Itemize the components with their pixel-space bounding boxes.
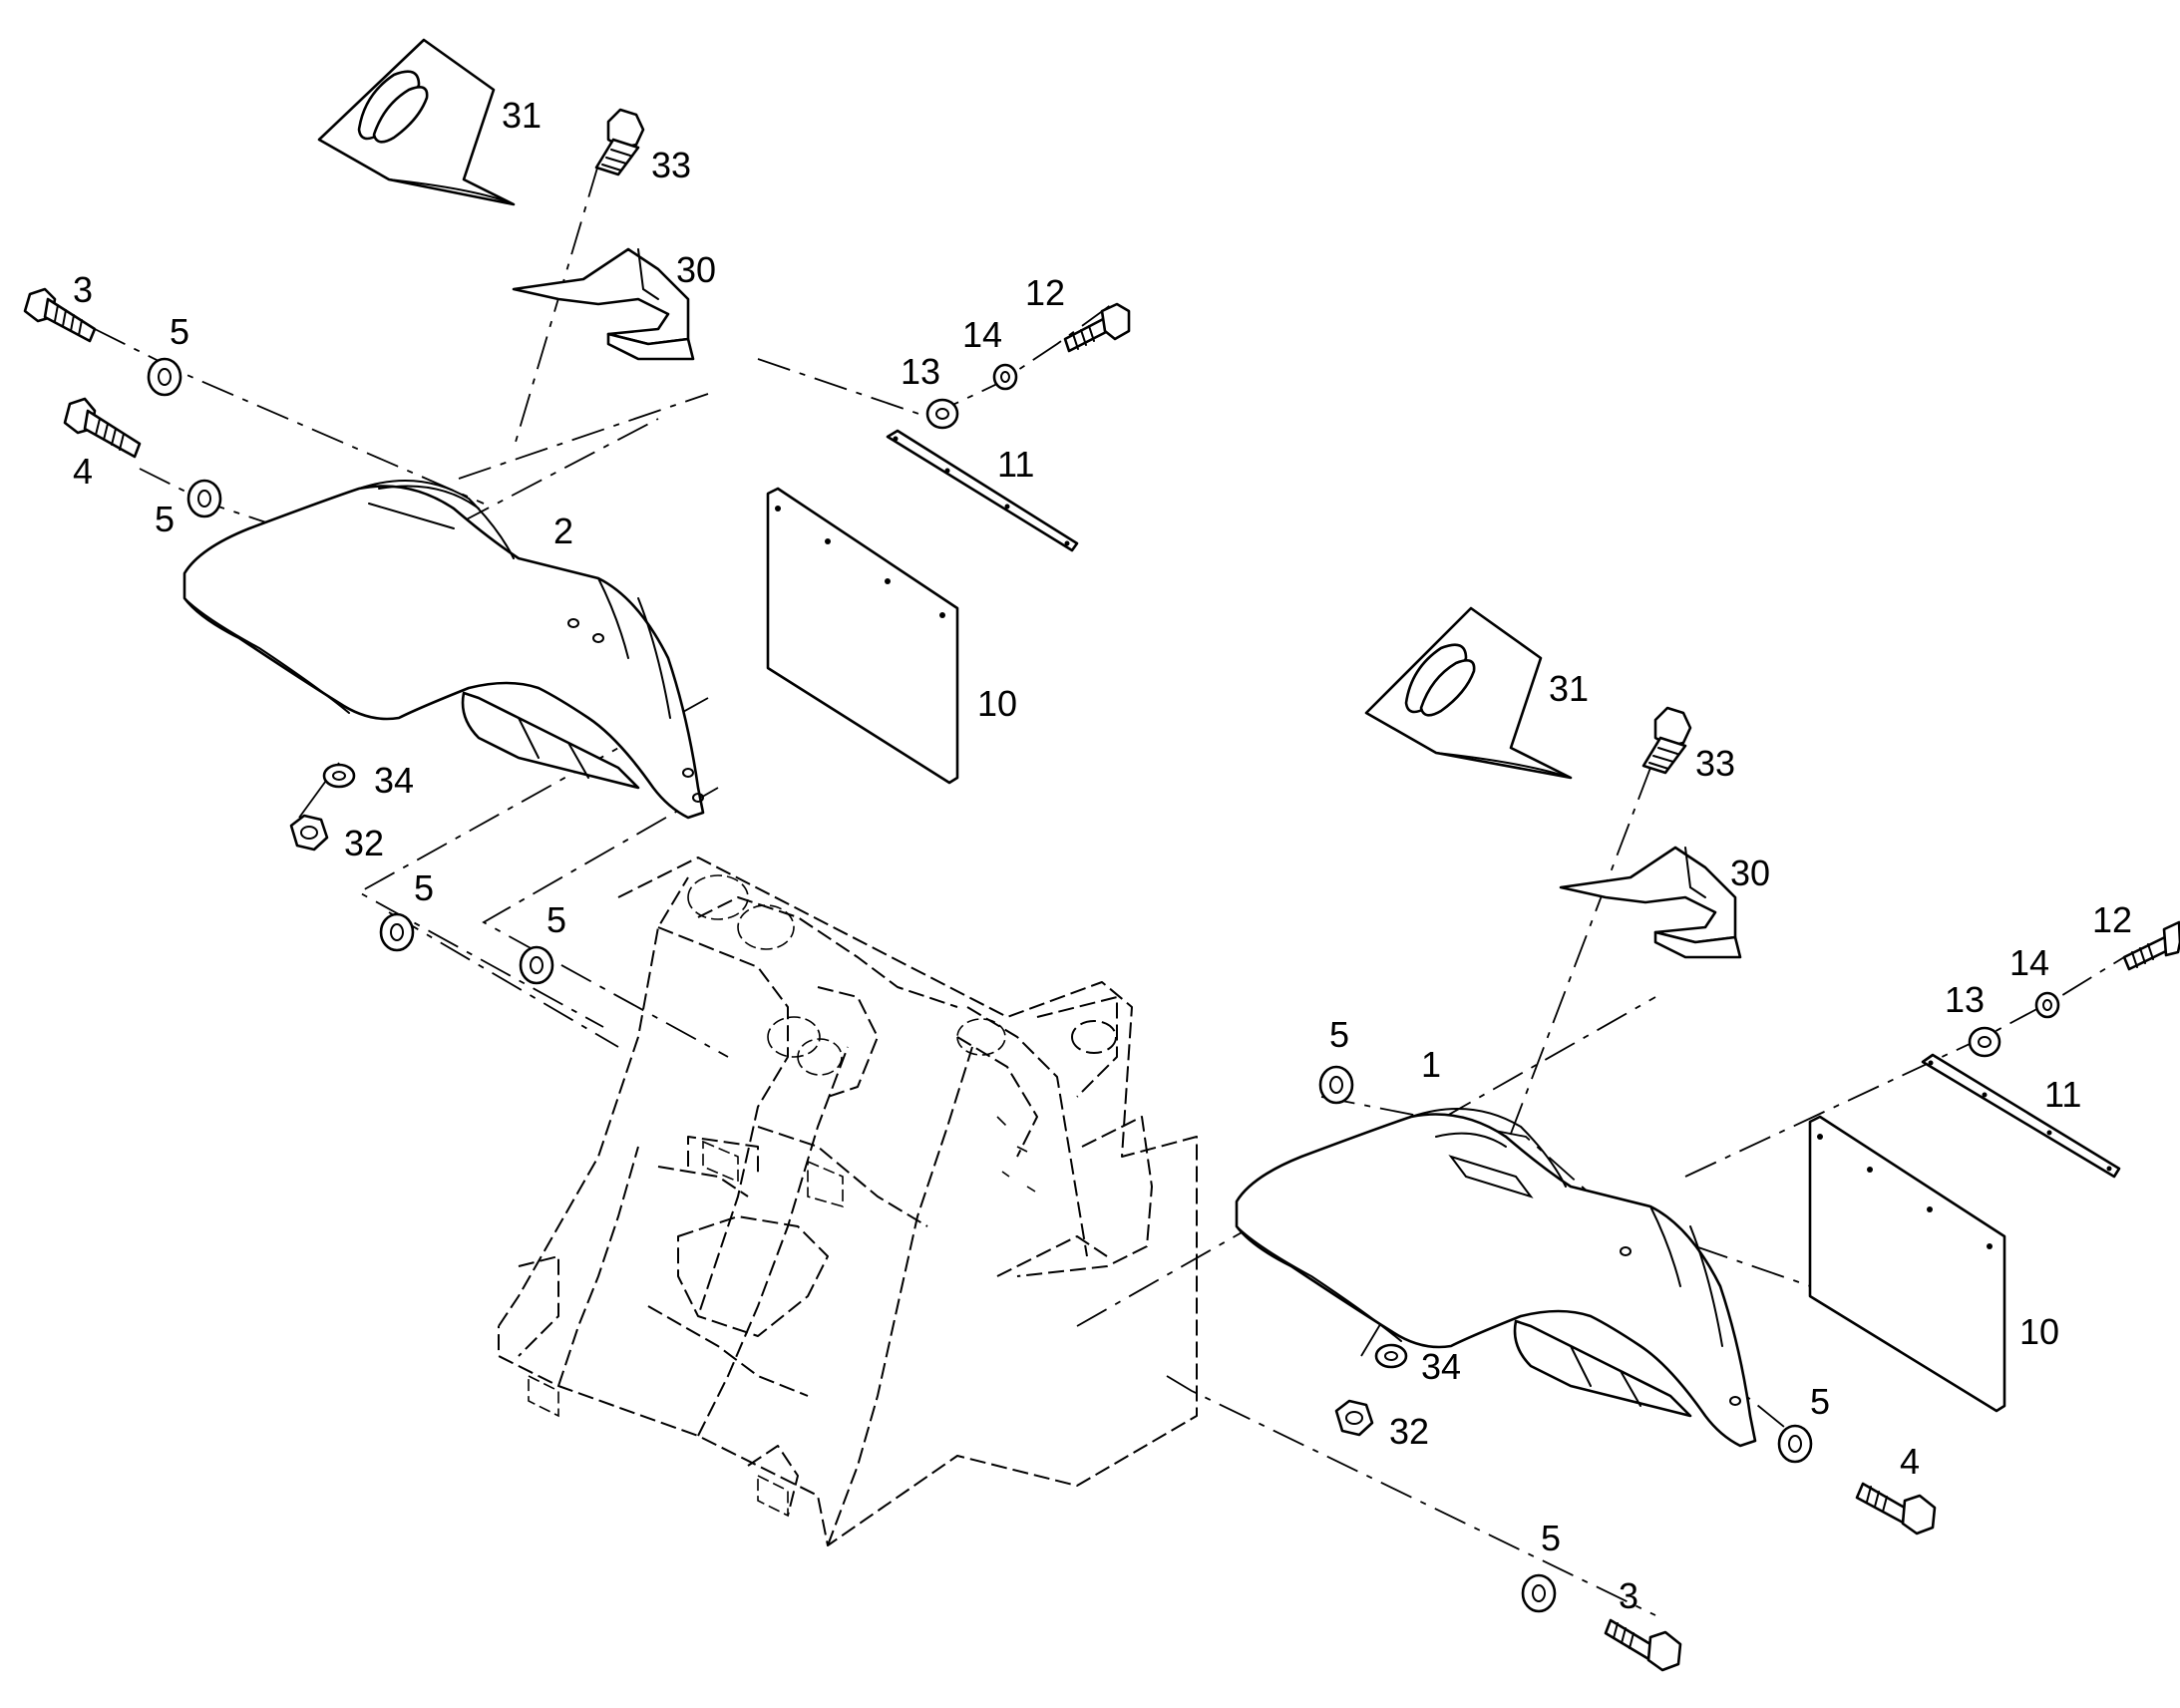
right-fender-assembly <box>1235 606 2180 1672</box>
callout-30-right: 30 <box>1730 853 1770 893</box>
washer-5-f <box>1777 1424 1813 1464</box>
callout-5-g: 5 <box>1541 1518 1561 1558</box>
washer-13-right <box>1968 1026 2001 1058</box>
strip-11-right-hole-1 <box>1928 1060 1934 1066</box>
bolt-33-right <box>1641 706 1692 775</box>
callout-12-right: 12 <box>2092 899 2132 940</box>
nut-32-right <box>1334 1399 1374 1437</box>
callout-32-right: 32 <box>1389 1411 1429 1452</box>
callout-11-right: 11 <box>2044 1074 2081 1115</box>
left-fender-assembly <box>23 38 1131 985</box>
washer-13-left-hole <box>935 408 949 420</box>
callout-31-right: 31 <box>1549 668 1589 709</box>
callout-14-right: 14 <box>2009 942 2049 983</box>
cover-plate-31-left <box>317 38 516 206</box>
mud-flap-10-right <box>1808 1115 2006 1413</box>
callout-34-right: 34 <box>1421 1346 1461 1387</box>
washer-5-e <box>1318 1065 1354 1105</box>
bracket-30-right <box>1559 846 1742 959</box>
callout-5-f: 5 <box>1810 1381 1830 1422</box>
washer-14-left-hole <box>1000 371 1010 383</box>
callout-2: 2 <box>553 511 573 551</box>
callout-5-a: 5 <box>170 311 189 352</box>
strip-11-left <box>886 429 1079 552</box>
bolt-4-right <box>1855 1482 1937 1536</box>
washer-5-a <box>147 357 182 397</box>
callout-31-left: 31 <box>502 95 542 136</box>
callout-labels: 31 33 30 3 5 12 14 13 11 4 5 2 10 34 32 … <box>73 95 2132 1616</box>
callout-3-right: 3 <box>1619 1575 1638 1616</box>
mud-flap-10-left <box>766 487 959 785</box>
callout-33-right: 33 <box>1695 743 1735 784</box>
callout-33-left: 33 <box>651 145 691 185</box>
washer-34-right <box>1374 1343 1408 1369</box>
strip-11-right-hole-2 <box>1982 1092 1988 1098</box>
callout-34-left: 34 <box>374 760 414 801</box>
washer-34-right-hole <box>1384 1351 1398 1361</box>
nut-32-left <box>289 814 329 852</box>
washer-5-b-hole <box>197 490 211 508</box>
strip-11-right-hole-4 <box>2106 1166 2112 1172</box>
washer-34-left <box>322 763 356 789</box>
bolt-12-left <box>1063 302 1131 353</box>
callout-1: 1 <box>1421 1044 1441 1085</box>
callout-14-left: 14 <box>962 314 1002 355</box>
washer-5-c <box>379 912 415 952</box>
strip-11-left-hole-4 <box>1064 540 1070 546</box>
fender-1 <box>1235 1108 1757 1448</box>
strip-11-left-hole-2 <box>944 468 950 474</box>
washer-13-right-hole <box>1978 1036 1992 1048</box>
washer-5-b <box>186 479 222 518</box>
callout-5-c: 5 <box>414 867 434 908</box>
callout-30-left: 30 <box>676 249 716 290</box>
callout-3-left: 3 <box>73 269 93 310</box>
washer-34-left-hole <box>332 771 346 781</box>
callout-10-left: 10 <box>977 683 1017 724</box>
callout-32-left: 32 <box>344 823 384 863</box>
washer-5-e-hole <box>1329 1076 1343 1094</box>
bolt-3-left <box>23 287 97 343</box>
callout-5-e: 5 <box>1329 1014 1349 1055</box>
washer-13-left <box>925 398 959 430</box>
callout-13-left: 13 <box>901 351 940 392</box>
washer-5-d-hole <box>530 956 544 974</box>
strip-11-left-hole-3 <box>1004 504 1010 510</box>
callout-4-right: 4 <box>1900 1441 1920 1482</box>
washer-14-right <box>2034 991 2060 1019</box>
washer-5-a-hole <box>158 368 172 386</box>
fender-2 <box>182 480 705 820</box>
washer-5-f-hole <box>1788 1435 1802 1453</box>
callout-5-d: 5 <box>546 899 566 940</box>
callout-4-left: 4 <box>73 451 93 492</box>
callout-5-b: 5 <box>155 499 175 539</box>
strip-11-right <box>1921 1053 2121 1179</box>
callout-10-right: 10 <box>2019 1311 2059 1352</box>
vehicle-frame-phantom <box>498 856 1198 1546</box>
bracket-30-left <box>512 247 695 361</box>
strip-11-right-hole-3 <box>2046 1130 2052 1136</box>
callout-11-left: 11 <box>997 444 1034 485</box>
callout-12-left: 12 <box>1025 272 1065 313</box>
washer-5-g <box>1521 1573 1557 1613</box>
bolt-12-right <box>2122 920 2180 971</box>
bolt-3-right <box>1604 1618 1682 1672</box>
bolt-4-left <box>63 397 142 459</box>
washer-5-d <box>519 945 554 985</box>
bolt-33-left <box>594 108 645 176</box>
washer-14-left <box>992 363 1018 391</box>
washer-14-right-hole <box>2042 999 2052 1011</box>
washer-5-g-hole <box>1532 1584 1546 1602</box>
cover-plate-31-right <box>1364 606 1573 780</box>
callout-13-right: 13 <box>1945 979 1985 1020</box>
washer-5-c-hole <box>390 923 404 941</box>
strip-11-left-hole-1 <box>893 436 899 442</box>
